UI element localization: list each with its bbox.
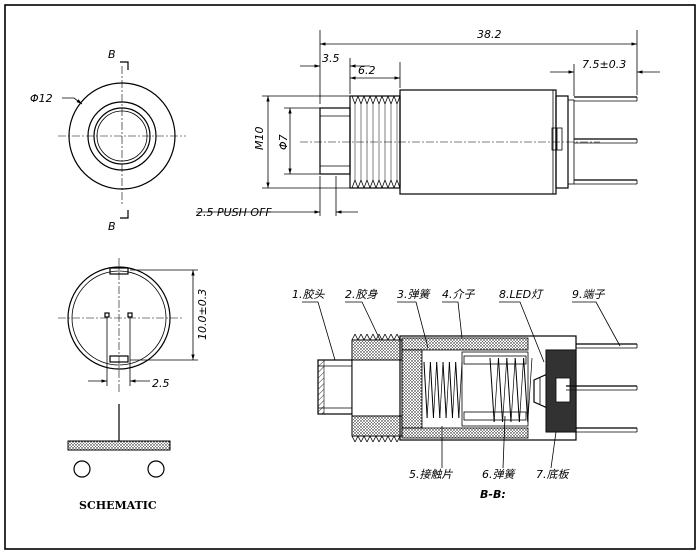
dim-7-5: 7.5±0.3 (582, 58, 626, 71)
part-label-1: 1.胶头 (292, 288, 325, 301)
dim-phi7: Φ7 (277, 134, 290, 150)
dim-pitch-10: 10.0±0.3 (196, 289, 209, 340)
part-label-5: 5.接触片 (409, 468, 453, 481)
part-label-2: 2.胶身 (345, 288, 378, 301)
dim-38-2: 38.2 (477, 28, 502, 41)
schematic-symbol (67, 404, 171, 478)
dim-3-5: 3.5 (322, 52, 340, 65)
part-label-4: 4.介子 (442, 288, 475, 301)
schematic-label: SCHEMATIC (79, 499, 157, 512)
part-label-7: 7.底板 (536, 468, 570, 481)
dim-pin-2-5: 2.5 (152, 377, 170, 390)
dim-m10: M10 (253, 127, 266, 151)
dim-6-2: 6.2 (358, 64, 376, 77)
dim-push-off: 2.5 PUSH OFF (196, 206, 272, 219)
front-view (58, 61, 186, 219)
section-view (302, 301, 638, 469)
part-label-6: 6.弹簧 (482, 468, 516, 481)
side-view (196, 30, 660, 216)
section-mark-top: B (108, 48, 116, 61)
frame-border (4, 4, 696, 550)
part-label-9: 9.端子 (572, 288, 605, 301)
section-mark-bottom: B (108, 220, 116, 233)
bottom-view (58, 258, 198, 392)
part-label-8: 8.LED灯 (499, 288, 544, 301)
part-label-3: 3.弹簧 (397, 288, 431, 301)
dim-phi12: Φ12 (30, 92, 53, 105)
section-title: B-B: (480, 488, 506, 501)
